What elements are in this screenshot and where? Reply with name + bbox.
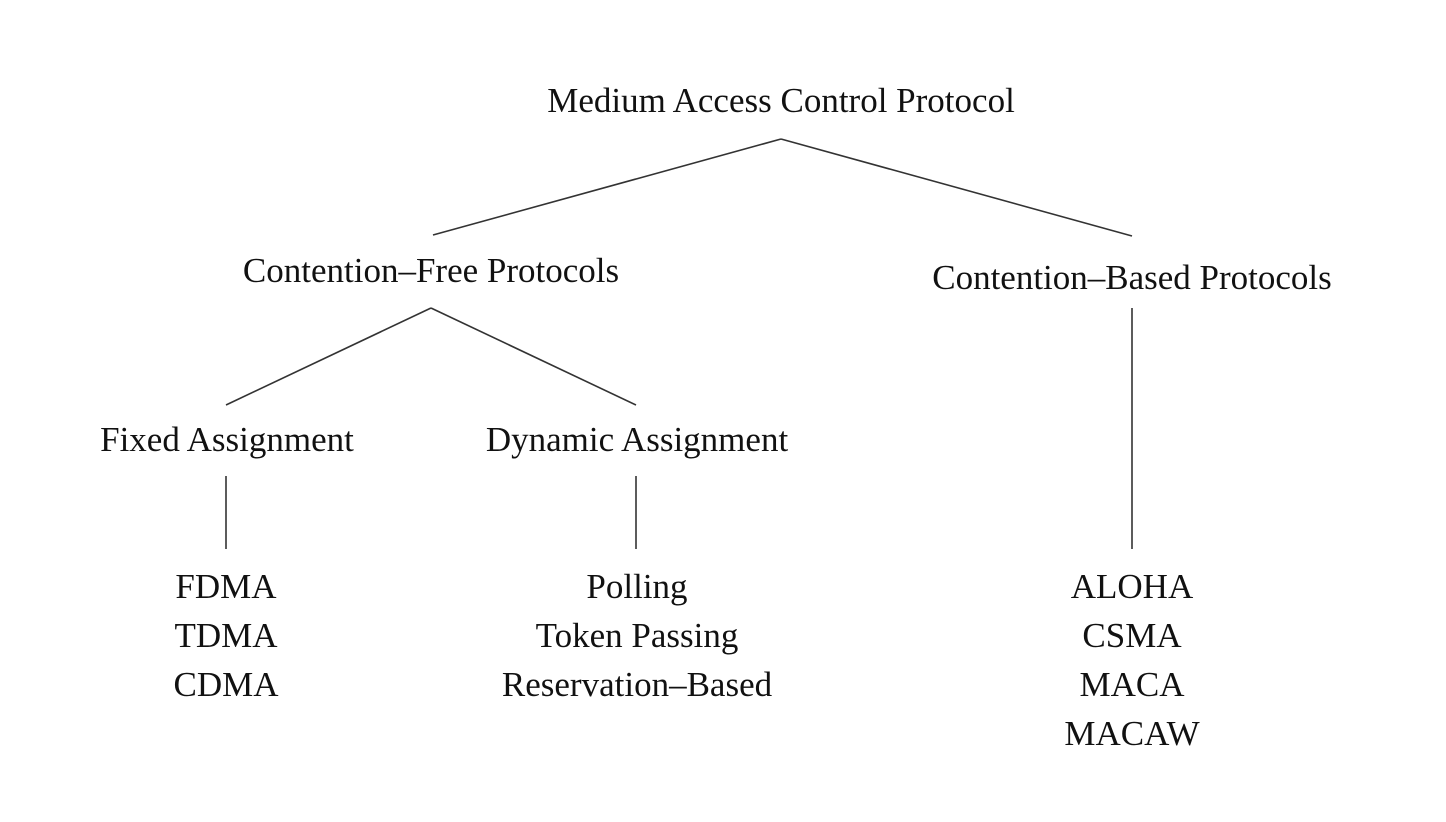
leaf-item: FDMA	[175, 567, 277, 606]
leaf-item: Polling	[586, 567, 688, 606]
edge-contention-free-fixed	[225, 307, 432, 406]
leaf-item: TDMA	[174, 616, 278, 655]
contention-based-leaves: ALOHA CSMA MACA MACAW	[1064, 562, 1199, 758]
leaf-item: Reservation–Based	[501, 665, 773, 704]
leaf-item: MACA	[1079, 665, 1185, 704]
dynamic-assignment-node: Dynamic Assignment	[485, 420, 789, 459]
contention-based-node: Contention–Based Protocols	[932, 258, 1332, 297]
leaf-item: MACAW	[1064, 714, 1200, 753]
leaf-item: CDMA	[173, 665, 279, 704]
edge-root-contention-based	[780, 138, 1133, 237]
edge-root-contention-free	[432, 138, 782, 236]
contention-free-node: Contention–Free Protocols	[242, 251, 620, 290]
root-node: Medium Access Control Protocol	[547, 81, 1015, 120]
leaf-item: Token Passing	[535, 616, 739, 655]
dynamic-assignment-leaves: Polling Token Passing Reservation–Based	[502, 562, 772, 709]
fixed-assignment-node: Fixed Assignment	[100, 420, 354, 459]
edge-contention-free-dynamic	[430, 307, 637, 406]
fixed-assignment-leaves: FDMA TDMA CDMA	[173, 562, 278, 709]
leaf-item: ALOHA	[1070, 567, 1194, 606]
leaf-item: CSMA	[1082, 616, 1182, 655]
